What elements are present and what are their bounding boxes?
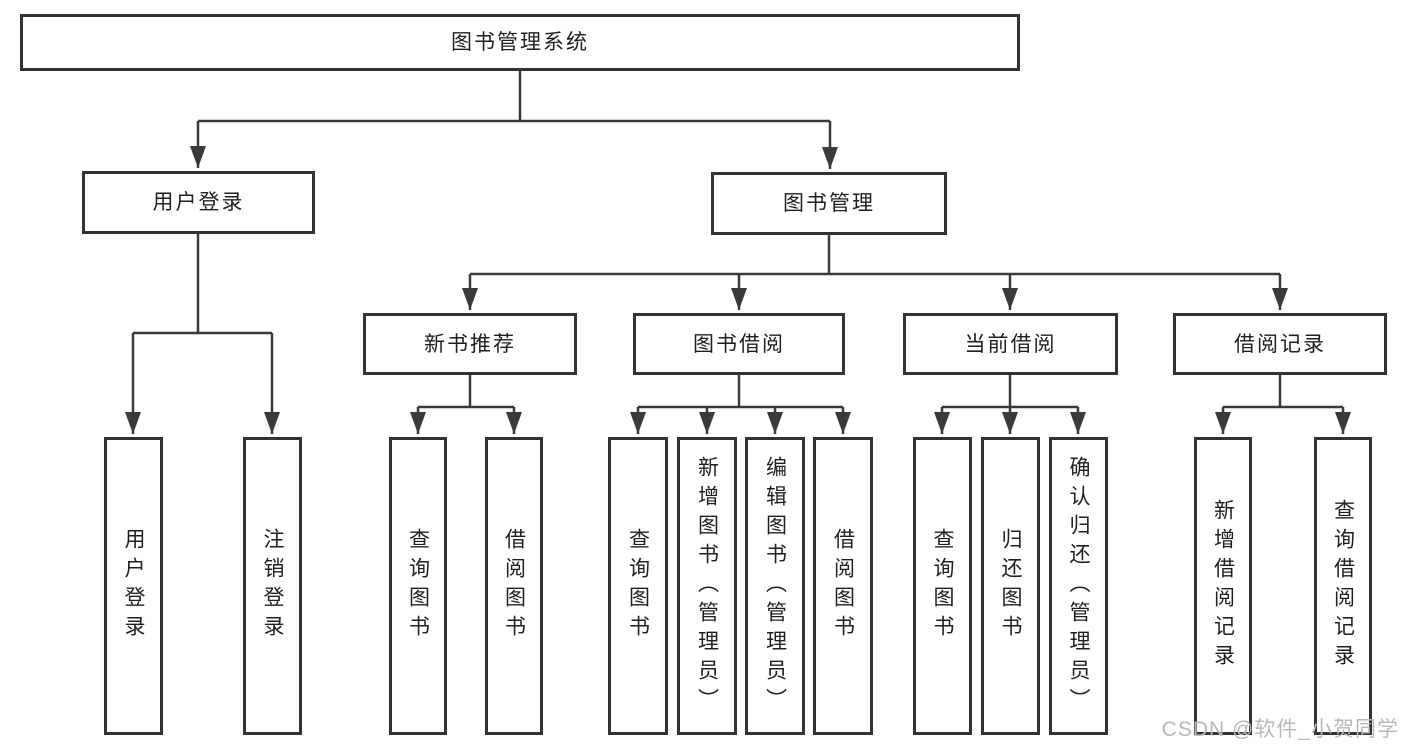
connector-current-borrowing-trunk <box>942 375 1078 409</box>
connector-root-trunk <box>198 70 830 123</box>
node-label: 图书借阅 <box>693 332 785 356</box>
node-label: 借阅图书 <box>502 528 526 644</box>
csdn-watermark: CSDN @软件_小贺同学 <box>1161 718 1399 741</box>
leaf-add-borrow-record: 新增借阅记录 <box>1194 437 1252 735</box>
node-label: 借阅图书 <box>831 528 855 644</box>
node-label: 图书管理 <box>783 192 875 215</box>
node-label: 注销登录 <box>261 528 284 644</box>
node-book-management: 图书管理 <box>711 172 947 235</box>
connector-user-login-trunk <box>133 234 272 335</box>
node-borrowing-records: 借阅记录 <box>1173 313 1387 375</box>
leaf-query-books-recommend: 查询图书 <box>389 437 447 735</box>
node-label: 用户登录 <box>152 191 245 214</box>
connector-book-borrowing-trunk <box>638 375 843 409</box>
node-label: 确认归还（管理员） <box>1067 455 1090 717</box>
node-new-book-recommend: 新书推荐 <box>363 313 577 375</box>
node-user-login: 用户登录 <box>82 171 315 234</box>
node-label: 查询图书 <box>931 528 954 644</box>
leaf-borrow-books-recommend: 借阅图书 <box>485 437 543 735</box>
node-label: 当前借阅 <box>964 332 1057 356</box>
leaf-borrow-books: 借阅图书 <box>813 437 873 735</box>
node-label: 新书推荐 <box>424 332 516 356</box>
leaf-query-books-borrowing: 查询图书 <box>608 437 668 735</box>
connector-new-book-trunk <box>418 375 514 409</box>
node-label: 新增图书（管理员） <box>695 455 719 717</box>
connector-book-management-trunk <box>470 235 1280 276</box>
leaf-confirm-return-admin: 确认归还（管理员） <box>1049 437 1108 735</box>
node-label: 归还图书 <box>999 528 1022 644</box>
node-library-management-system: 图书管理系统 <box>20 14 1020 71</box>
leaf-add-books-admin: 新增图书（管理员） <box>677 437 737 735</box>
node-label: 用户登录 <box>122 528 145 644</box>
node-current-borrowing: 当前借阅 <box>903 313 1118 375</box>
leaf-query-books-current: 查询图书 <box>913 437 972 735</box>
leaf-return-books: 归还图书 <box>981 437 1040 735</box>
node-book-borrowing: 图书借阅 <box>633 313 845 375</box>
leaf-query-borrow-record: 查询借阅记录 <box>1314 437 1372 735</box>
connector-borrowing-records-trunk <box>1223 375 1343 409</box>
node-label: 编辑图书（管理员） <box>763 455 787 717</box>
node-label: 查询借阅记录 <box>1331 499 1355 673</box>
node-label: 新增借阅记录 <box>1211 499 1235 673</box>
leaf-user-login: 用户登录 <box>104 437 163 735</box>
node-label: 借阅记录 <box>1234 332 1326 356</box>
node-label: 查询图书 <box>626 528 650 644</box>
leaf-edit-books-admin: 编辑图书（管理员） <box>745 437 805 735</box>
leaf-logout: 注销登录 <box>243 437 302 735</box>
node-label: 查询图书 <box>406 528 430 644</box>
node-label: 图书管理系统 <box>451 31 589 54</box>
